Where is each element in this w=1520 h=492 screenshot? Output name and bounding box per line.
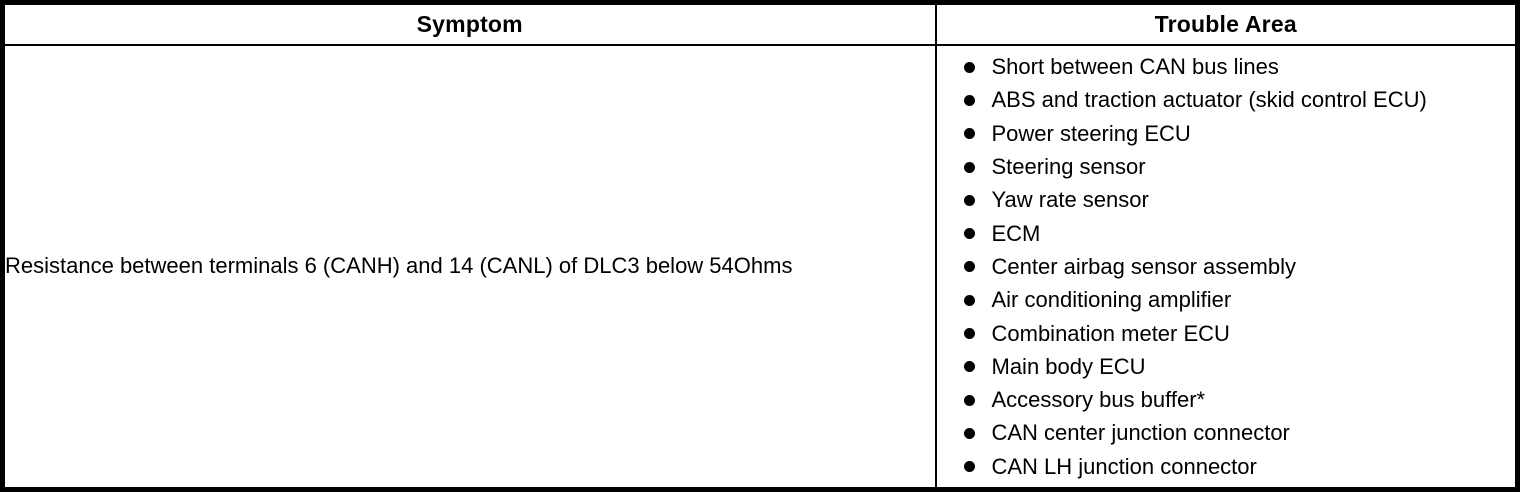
bullet-icon: [963, 294, 975, 306]
trouble-area-cell: Short between CAN bus lines ABS and trac…: [934, 43, 1519, 491]
bullet-icon: [963, 228, 975, 240]
trouble-list-item: Power steering ECU: [963, 117, 1510, 150]
table-row: Resistance between terminals 6 (CANH) an…: [1, 43, 1519, 491]
bullet-icon: [963, 461, 975, 473]
bullet-icon: [963, 394, 975, 406]
bullet-icon: [963, 161, 975, 173]
symptom-text: Resistance between terminals 6 (CANH) an…: [5, 253, 793, 279]
trouble-list-item: Yaw rate sensor: [963, 184, 1510, 217]
trouble-list-item: Air conditioning amplifier: [963, 284, 1510, 317]
trouble-list-item: ECM: [963, 217, 1510, 250]
trouble-list-item: CAN LH junction connector: [963, 450, 1510, 483]
bullet-icon: [963, 328, 975, 340]
trouble-list-item: Steering sensor: [963, 150, 1510, 183]
bullet-icon: [963, 94, 975, 106]
trouble-area-column-header: Trouble Area: [934, 1, 1519, 46]
bullet-icon: [963, 194, 975, 206]
trouble-list-item: Short between CAN bus lines: [963, 51, 1510, 84]
bullet-icon: [963, 128, 975, 140]
bullet-icon: [963, 361, 975, 373]
bullet-icon: [963, 61, 975, 73]
trouble-list-item: Main body ECU: [963, 350, 1510, 383]
symptom-cell: Resistance between terminals 6 (CANH) an…: [1, 43, 937, 491]
bullet-icon: [963, 261, 975, 273]
trouble-list-item: CAN center junction connector: [963, 417, 1510, 450]
trouble-list-item: Combination meter ECU: [963, 317, 1510, 350]
table-header-row: Symptom Trouble Area: [1, 1, 1519, 46]
trouble-list-item: ABS and traction actuator (skid control …: [963, 84, 1510, 117]
symptom-column-header: Symptom: [1, 1, 937, 46]
trouble-list-item: Accessory bus buffer*: [963, 383, 1510, 416]
bullet-icon: [963, 427, 975, 439]
trouble-area-list: Short between CAN bus lines ABS and trac…: [938, 47, 1516, 488]
trouble-list-item: Center airbag sensor assembly: [963, 250, 1510, 283]
